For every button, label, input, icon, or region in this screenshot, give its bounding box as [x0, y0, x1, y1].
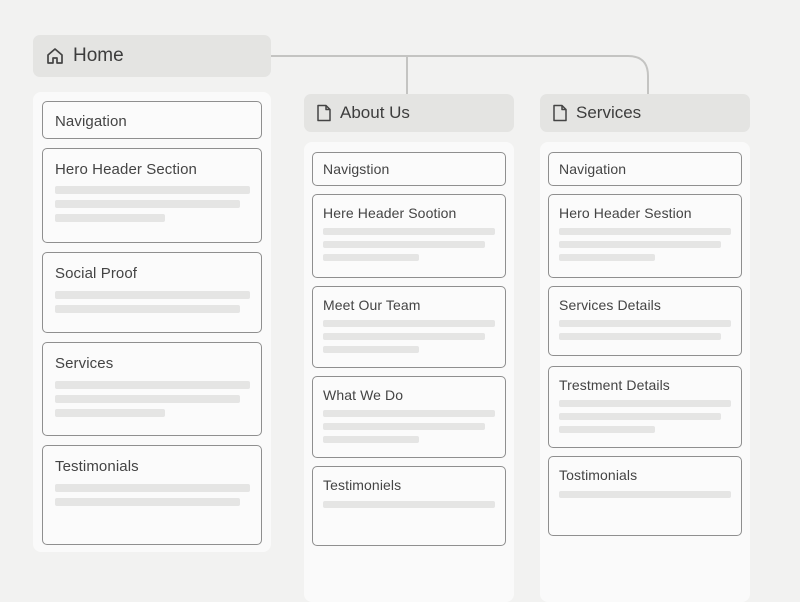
placeholder-line [55, 214, 165, 222]
page-column-home: Navigation Hero Header Section Social Pr… [33, 92, 271, 552]
placeholder-line [55, 409, 165, 417]
section-label: Hero Header Sestion [559, 205, 692, 221]
section-card[interactable]: Social Proof [42, 252, 262, 333]
page-column-services: Navigation Hero Header Sestion Services … [540, 142, 750, 602]
placeholder-line [323, 423, 485, 430]
section-label: Testimoniels [323, 477, 402, 493]
section-card[interactable]: Testimonials [42, 445, 262, 545]
placeholder-line [323, 254, 419, 261]
section-card[interactable]: What We Do [312, 376, 506, 458]
page-title: Home [73, 45, 124, 66]
placeholder-line [55, 291, 250, 299]
section-label: What We Do [323, 387, 404, 403]
section-card[interactable]: Meet Our Team [312, 286, 506, 368]
section-label: Social Proof [55, 265, 138, 282]
placeholder-line [55, 200, 240, 208]
placeholder-line [323, 501, 495, 508]
section-card[interactable]: Testimoniels [312, 466, 506, 546]
placeholder-line [559, 426, 655, 433]
section-card[interactable]: Tostimonials [548, 456, 742, 536]
placeholder-line [323, 333, 485, 340]
section-label: Navigstion [323, 161, 390, 177]
section-card[interactable]: Trestment Details [548, 366, 742, 448]
placeholder-line [55, 395, 240, 403]
home-icon [45, 46, 65, 66]
section-card[interactable]: Hero Header Sestion [548, 194, 742, 278]
section-card[interactable]: Hero Header Section [42, 148, 262, 243]
section-card[interactable]: Here Header Sootion [312, 194, 506, 278]
placeholder-line [55, 186, 250, 194]
placeholder-line [559, 241, 721, 248]
section-label: Navigation [559, 161, 627, 177]
placeholder-line [323, 228, 495, 235]
connector-home-to-services [271, 55, 649, 94]
placeholder-line [559, 333, 721, 340]
placeholder-line [55, 305, 240, 313]
page-node-services[interactable]: Services [540, 94, 750, 132]
section-label: Navigation [55, 113, 127, 130]
page-node-about-us[interactable]: About Us [304, 94, 514, 132]
section-card[interactable]: Navigstion [312, 152, 506, 186]
section-card[interactable]: Services [42, 342, 262, 436]
placeholder-line [55, 484, 250, 492]
page-column-about-us: Navigstion Here Header Sootion Meet Our … [304, 142, 514, 602]
placeholder-line [323, 410, 495, 417]
placeholder-line [559, 491, 731, 498]
section-card[interactable]: Services Details [548, 286, 742, 356]
section-label: Testimonials [55, 458, 139, 475]
section-label: Here Header Sootion [323, 205, 457, 221]
section-label: Tostimonials [559, 467, 638, 483]
placeholder-line [323, 346, 419, 353]
placeholder-line [323, 436, 419, 443]
document-icon [552, 104, 568, 122]
placeholder-line [559, 320, 731, 327]
placeholder-line [55, 381, 250, 389]
placeholder-line [559, 413, 721, 420]
document-icon [316, 104, 332, 122]
placeholder-line [559, 254, 655, 261]
section-card[interactable]: Navigation [548, 152, 742, 186]
placeholder-line [55, 498, 240, 506]
placeholder-line [559, 400, 731, 407]
page-title: Services [576, 103, 642, 122]
section-label: Trestment Details [559, 377, 670, 393]
placeholder-line [323, 241, 485, 248]
page-title: About Us [340, 103, 410, 122]
placeholder-line [323, 320, 495, 327]
placeholder-line [559, 228, 731, 235]
section-label: Meet Our Team [323, 297, 421, 313]
section-label: Hero Header Section [55, 161, 197, 178]
section-label: Services [55, 355, 114, 372]
page-node-home[interactable]: Home [33, 35, 271, 77]
section-card[interactable]: Navigation [42, 101, 262, 139]
section-label: Services Details [559, 297, 661, 313]
